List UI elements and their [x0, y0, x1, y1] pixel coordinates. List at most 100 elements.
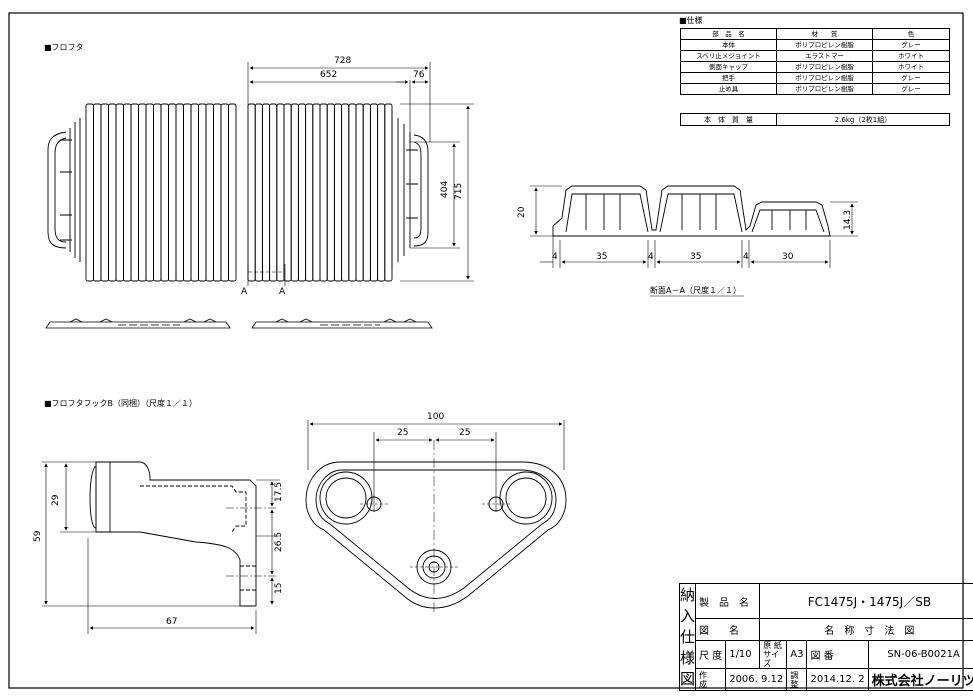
section-title-lid: ■フロフタ [44, 43, 84, 52]
lid-left-view [85, 103, 237, 282]
dim-100: 100 [427, 412, 445, 422]
company-name: 株式会社ノーリツ [867, 668, 973, 691]
lid-rib [254, 103, 263, 282]
table-row: 納 入 仕 様 図 製 品 名 FC1475J・1475J／SB [678, 583, 973, 691]
dim-404: 404 [440, 180, 450, 198]
lid-rib [130, 103, 139, 282]
spec-cell: ポリプロピレン樹脂 [776, 39, 873, 51]
number-label: 図 番 [806, 640, 869, 669]
spec-cell: ホワイト [872, 61, 950, 73]
dim-59: 59 [33, 530, 43, 542]
made-value: 2006. 9.12 [725, 668, 788, 691]
mass-value: 2.6kg（2枚1組） [776, 113, 950, 126]
dim-29: 29 [51, 494, 61, 506]
lid-rib [160, 103, 169, 282]
lid-rib [183, 103, 192, 282]
product-label: 製 品 名 [695, 583, 761, 619]
spec-cell: 止め具 [680, 83, 777, 95]
dim-4-b: 4 [648, 252, 654, 262]
hook-plan-dimensions [307, 420, 565, 512]
mass-label: 本 体 質 量 [680, 113, 777, 126]
dim-20: 20 [517, 206, 527, 218]
lid-rib [261, 103, 271, 282]
spec-cell: グレー [872, 39, 950, 51]
spec-header: 色 [872, 28, 950, 40]
lid-rib [377, 103, 386, 282]
number-value: SN-06-B0021A [867, 640, 973, 669]
dim-25-left: 25 [397, 428, 409, 438]
lid-rib [283, 103, 292, 282]
table-row: 止め具ポリプロピレン樹脂グレー [680, 83, 950, 95]
drawing-value: 名 称 寸 法 図 [759, 618, 973, 641]
lid-rib [123, 103, 132, 282]
lid-rib [108, 103, 117, 282]
spec-cell: 側面キャップ [680, 61, 777, 73]
section-mark-a-right: A [279, 287, 286, 297]
spec-header: 部 品 名 [680, 28, 777, 40]
side-label: 納 入 仕 様 図 [678, 583, 697, 691]
table-row: 図 名 名 称 寸 法 図 [680, 618, 973, 641]
lid-rib [319, 103, 328, 282]
lid-rib [384, 103, 393, 282]
dim-652: 652 [320, 70, 338, 80]
spec-cell: ポリプロピレン樹脂 [776, 61, 873, 73]
table-row: 本体ポリプロピレン樹脂グレー [680, 39, 950, 51]
hook-side-dimensions [42, 461, 280, 634]
section-title-spec: ■仕様 [679, 16, 703, 25]
dim-25-right: 25 [459, 428, 471, 438]
lid-rib [312, 103, 321, 282]
dim-35-b: 35 [690, 252, 702, 262]
lid-rib [326, 103, 335, 282]
section-title-aa: 断面A－A（尺度１／１） [650, 286, 741, 295]
title-block: 納 入 仕 様 図 製 品 名 FC1475J・1475J／SB 図 名 名 称… [678, 583, 973, 691]
lid-rib [290, 103, 299, 282]
dim-4-c: 4 [743, 252, 749, 262]
lid-rib [205, 103, 214, 282]
dim-17-5: 17.5 [274, 481, 284, 502]
lid-rib [190, 103, 199, 282]
lid-rib [333, 103, 343, 282]
side-char: 様 [680, 648, 696, 667]
paper-label: 原 紙 サイズ [759, 640, 788, 669]
hook-plan-view [305, 440, 567, 612]
table-row: 側面キャップポリプロピレン樹脂ホワイト [680, 61, 950, 73]
dim-728: 728 [334, 56, 352, 66]
dim-715: 715 [454, 182, 464, 200]
lid-rib [85, 103, 94, 282]
dim-30: 30 [782, 252, 794, 262]
section-aa [552, 185, 831, 237]
handle-right [391, 110, 429, 270]
spec-cell: 把手 [680, 72, 777, 84]
section-title-hook: ■フロフタフックB（同梱）（尺度１／１） [44, 399, 198, 408]
side-char: 図 [680, 669, 696, 688]
side-char: 納 [680, 585, 696, 604]
made-label: 作 成 [695, 668, 727, 691]
dim-35-a: 35 [596, 252, 608, 262]
dim-26-5: 26.5 [274, 531, 284, 552]
lid-rib [168, 103, 177, 282]
table-row: 把手ポリプロピレン樹脂グレー [680, 72, 950, 84]
lid-rib [228, 103, 237, 282]
lid-rib [145, 103, 154, 282]
handle-left [47, 118, 81, 262]
product-value: FC1475J・1475J／SB [759, 583, 973, 619]
side-char: 入 [680, 606, 696, 625]
lid-side-profiles [45, 318, 433, 329]
lid-rib [115, 103, 124, 282]
scale-value: 1/10 [725, 640, 761, 669]
spec-cell: ホワイト [872, 50, 950, 62]
lid-rib [93, 103, 102, 282]
mass-table: 本 体 質 量 2.6kg（2枚1組） [680, 113, 950, 126]
spec-cell: グレー [872, 83, 950, 95]
revised-label: 調 整 [786, 668, 808, 691]
lid-rib [305, 103, 314, 282]
lid-rib [276, 103, 285, 282]
lid-rib [269, 103, 278, 282]
spec-header: 材 質 [776, 28, 873, 40]
spec-header-row: 部 品 名 材 質 色 [680, 28, 950, 40]
spec-cell: 本体 [680, 39, 777, 51]
spec-cell: スベリ止メジョイント [680, 50, 777, 62]
lid-rib [247, 103, 256, 282]
